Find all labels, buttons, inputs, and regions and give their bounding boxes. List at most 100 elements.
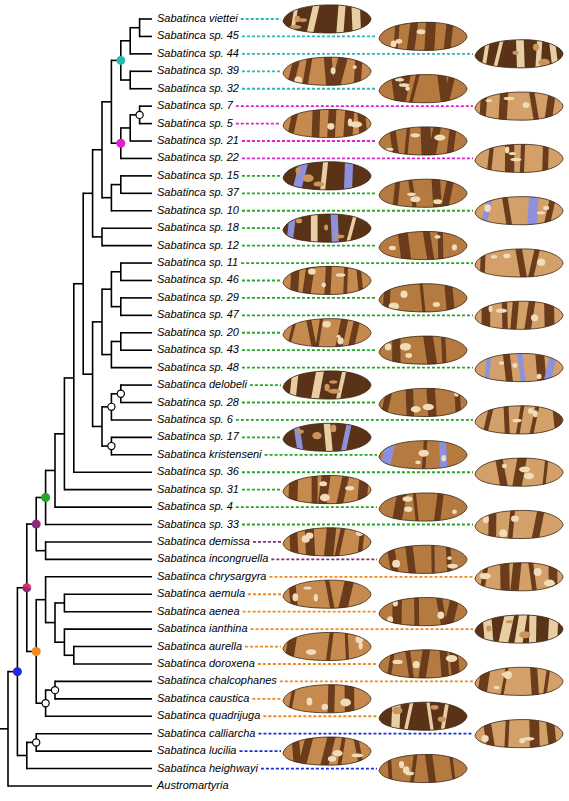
wing-outline — [475, 406, 563, 434]
wing-base — [475, 197, 563, 225]
wing-band — [504, 405, 510, 435]
wing-band — [336, 4, 345, 34]
wing-figure — [475, 457, 563, 487]
tree-branch — [121, 384, 152, 386]
tree-branch — [93, 149, 102, 151]
wing-base — [379, 754, 467, 782]
wing-pattern — [495, 457, 549, 487]
leader-line — [242, 314, 473, 316]
wing-outline — [283, 319, 371, 347]
wing-figure — [475, 248, 563, 278]
tree-branch — [121, 175, 152, 177]
wing-spot — [437, 612, 444, 619]
wing-spot — [447, 556, 452, 560]
taxon-name: Sabatinca calliarcha — [157, 727, 255, 740]
wing-base — [475, 92, 563, 120]
taxon-name: Sabatinca ianthina — [157, 622, 248, 635]
wing-base — [475, 667, 563, 695]
tree-branch — [111, 367, 152, 369]
wing-figure — [283, 632, 371, 662]
node-dot — [116, 139, 125, 148]
wing-spot — [503, 254, 510, 259]
wing-figure — [283, 475, 371, 505]
wing-spot — [331, 67, 336, 74]
wing-pattern — [391, 21, 454, 51]
tree-branch — [64, 593, 152, 595]
wing-band — [326, 632, 334, 662]
wing-base — [475, 301, 563, 329]
leader-line — [265, 454, 377, 456]
wing-base — [379, 231, 467, 259]
tree-branch — [55, 602, 64, 604]
wing-outline — [475, 144, 563, 172]
wing-band — [425, 754, 436, 784]
leader-line — [243, 611, 377, 613]
wing-outline — [283, 737, 371, 765]
wing-pattern — [286, 56, 362, 86]
wing-band — [423, 335, 437, 365]
wing-figure — [379, 649, 467, 679]
wing-pattern — [387, 754, 456, 784]
tree-branch — [74, 646, 152, 648]
wing-figure — [475, 91, 563, 121]
wing-spot — [423, 404, 434, 411]
tree-branch — [111, 306, 120, 308]
wing-band — [510, 562, 521, 592]
wing-spot — [306, 649, 316, 655]
tree-branch — [55, 681, 152, 683]
wing-outline — [283, 476, 371, 504]
wing-pattern — [480, 248, 545, 278]
wing-spot — [452, 244, 457, 250]
wing-spot — [506, 620, 513, 623]
wing-figure — [475, 300, 563, 330]
leader-line — [251, 628, 473, 630]
wing-spot — [523, 737, 534, 740]
wing-band — [500, 562, 510, 592]
wing-band — [405, 649, 414, 679]
wing-spot — [411, 133, 420, 137]
wing-spot — [446, 655, 457, 662]
wing-spot — [433, 302, 440, 307]
wing-band — [320, 736, 336, 766]
wing-base — [379, 179, 467, 207]
wing-band — [379, 440, 396, 470]
wing-band — [431, 178, 441, 208]
wing-spot — [411, 406, 421, 413]
wing-spot — [441, 455, 446, 462]
leader-line — [242, 53, 473, 55]
wing-band — [346, 213, 358, 243]
taxon-name: Sabatinca sp. 46 — [157, 273, 239, 286]
tree-branch — [102, 354, 111, 356]
tree-branch — [130, 27, 139, 29]
wing-spot — [391, 40, 397, 47]
wing-outline — [379, 598, 467, 626]
wing-band — [397, 231, 411, 261]
taxon-name: Sabatinca aenea — [157, 605, 240, 618]
wing-band — [493, 39, 504, 69]
wing-figure — [283, 56, 371, 86]
wing-outline — [379, 650, 467, 678]
wing-spot — [392, 707, 402, 715]
wing-spot — [336, 273, 346, 277]
wing-base — [475, 40, 563, 68]
wing-spot — [295, 167, 300, 174]
taxon-name: Sabatinca chalcophanes — [157, 674, 277, 687]
node-circle — [136, 111, 143, 118]
wing-pattern — [484, 353, 558, 383]
wing-spot — [321, 704, 328, 711]
wing-pattern — [288, 579, 354, 609]
wing-spot — [502, 464, 507, 468]
wing-band — [318, 475, 331, 505]
wing-spot — [407, 193, 416, 197]
wing-band — [434, 492, 444, 522]
wing-band — [552, 405, 564, 435]
wing-figure — [283, 265, 371, 295]
wing-base — [283, 371, 371, 399]
tree-branch — [140, 105, 152, 107]
wing-figure — [283, 109, 371, 139]
leader-line — [242, 158, 473, 160]
wing-figure — [475, 39, 563, 69]
taxon-name: Sabatinca sp. 47 — [157, 308, 239, 321]
wing-base — [283, 737, 371, 765]
wing-pattern — [284, 632, 363, 662]
